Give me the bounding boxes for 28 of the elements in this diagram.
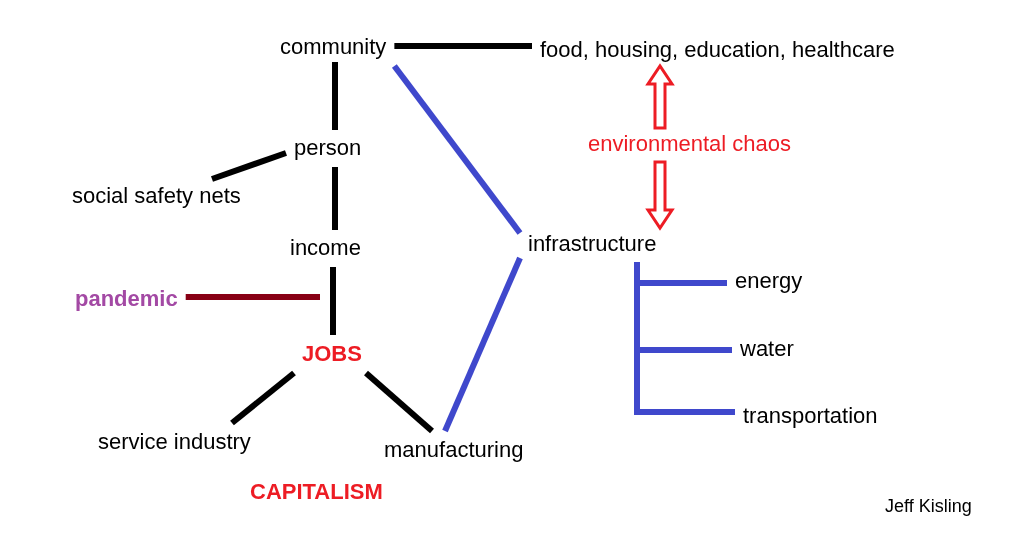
connector-line <box>332 167 338 230</box>
connector-line <box>230 370 296 426</box>
concept-label: water <box>738 336 796 362</box>
connector-line <box>185 294 320 300</box>
concept-label: energy <box>733 268 805 294</box>
concept-label: transportation <box>741 403 880 429</box>
hollow-arrow <box>645 63 675 130</box>
concept-label: infrastructure <box>526 231 659 257</box>
connector-line <box>364 370 434 434</box>
hollow-arrow <box>645 160 675 231</box>
heading-label: CAPITALISM <box>250 479 383 505</box>
concept-label: environmental chaos <box>586 131 793 157</box>
concept-label: social safety nets <box>70 183 243 209</box>
connector-line <box>332 62 338 130</box>
connector-line <box>394 43 532 49</box>
concept-label: income <box>288 235 363 261</box>
concept-label: person <box>292 135 364 161</box>
concept-label: service industry <box>96 429 253 455</box>
connector-line <box>330 267 336 335</box>
concept-label: manufacturing <box>382 437 526 463</box>
concept-label: JOBS <box>300 341 364 367</box>
connector-line <box>391 64 523 235</box>
author-signature: Jeff Kisling <box>885 496 972 517</box>
concept-label: food, housing, education, healthcare <box>538 37 897 63</box>
connector-line <box>442 256 523 433</box>
connector-line <box>211 150 287 182</box>
concept-label: community <box>278 34 389 60</box>
concept-label: pandemic <box>73 286 180 312</box>
